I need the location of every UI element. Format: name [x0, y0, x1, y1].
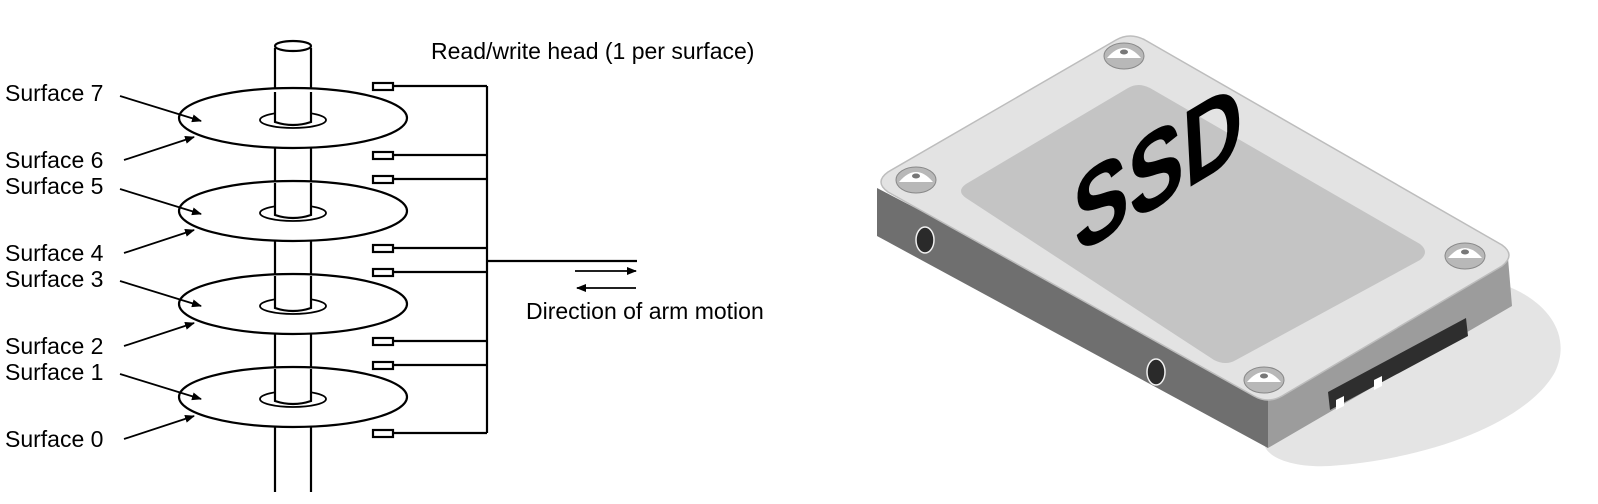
- surface-label-4: Surface 4: [5, 240, 104, 266]
- surface-label-5: Surface 5: [5, 173, 103, 199]
- hard-disk-diagram: Surface 7 Surface 6 Surface 5 Surface 4 …: [5, 38, 764, 492]
- platter-0: [177, 365, 409, 429]
- ssd-front-face: [877, 188, 1268, 448]
- corner-screw-right: [1444, 242, 1486, 270]
- surface-label-2: Surface 2: [5, 333, 103, 359]
- surface-pointers: [119, 95, 202, 440]
- read-write-head-2: [371, 336, 395, 347]
- corner-screw-top: [1103, 42, 1145, 70]
- corner-screw-left: [895, 166, 937, 194]
- surface-label-6: Surface 6: [5, 147, 103, 173]
- read-write-head-label: Read/write head (1 per surface): [431, 38, 754, 64]
- read-write-head-0: [371, 428, 395, 439]
- surface-labels: Surface 7 Surface 6 Surface 5 Surface 4 …: [5, 80, 104, 452]
- surface-label-1: Surface 1: [5, 359, 103, 385]
- side-screw-hole-left: [915, 226, 935, 254]
- read-write-head-5: [371, 174, 395, 185]
- read-write-head-3: [371, 267, 395, 278]
- arm-assembly: [371, 81, 637, 439]
- arm-motion-label: Direction of arm motion: [526, 298, 764, 324]
- platter-3: [177, 86, 409, 150]
- surface-label-7: Surface 7: [5, 80, 103, 106]
- surface-label-0: Surface 0: [5, 426, 103, 452]
- ssd-shadow: [1263, 278, 1561, 467]
- side-screw-hole-right: [1146, 358, 1166, 386]
- read-write-head-4: [371, 243, 395, 254]
- ssd-illustration: SSD: [877, 35, 1561, 467]
- sata-connector: [1328, 318, 1468, 410]
- platter-1: [177, 272, 409, 336]
- read-write-head-7: [371, 81, 395, 92]
- platter-2: [177, 179, 409, 243]
- ssd-label-panel: [961, 85, 1425, 363]
- read-write-head-1: [371, 360, 395, 371]
- read-write-head-6: [371, 150, 395, 161]
- arm-motion-arrows: [575, 267, 637, 292]
- surface-label-3: Surface 3: [5, 266, 103, 292]
- corner-screw-bottom: [1243, 366, 1285, 394]
